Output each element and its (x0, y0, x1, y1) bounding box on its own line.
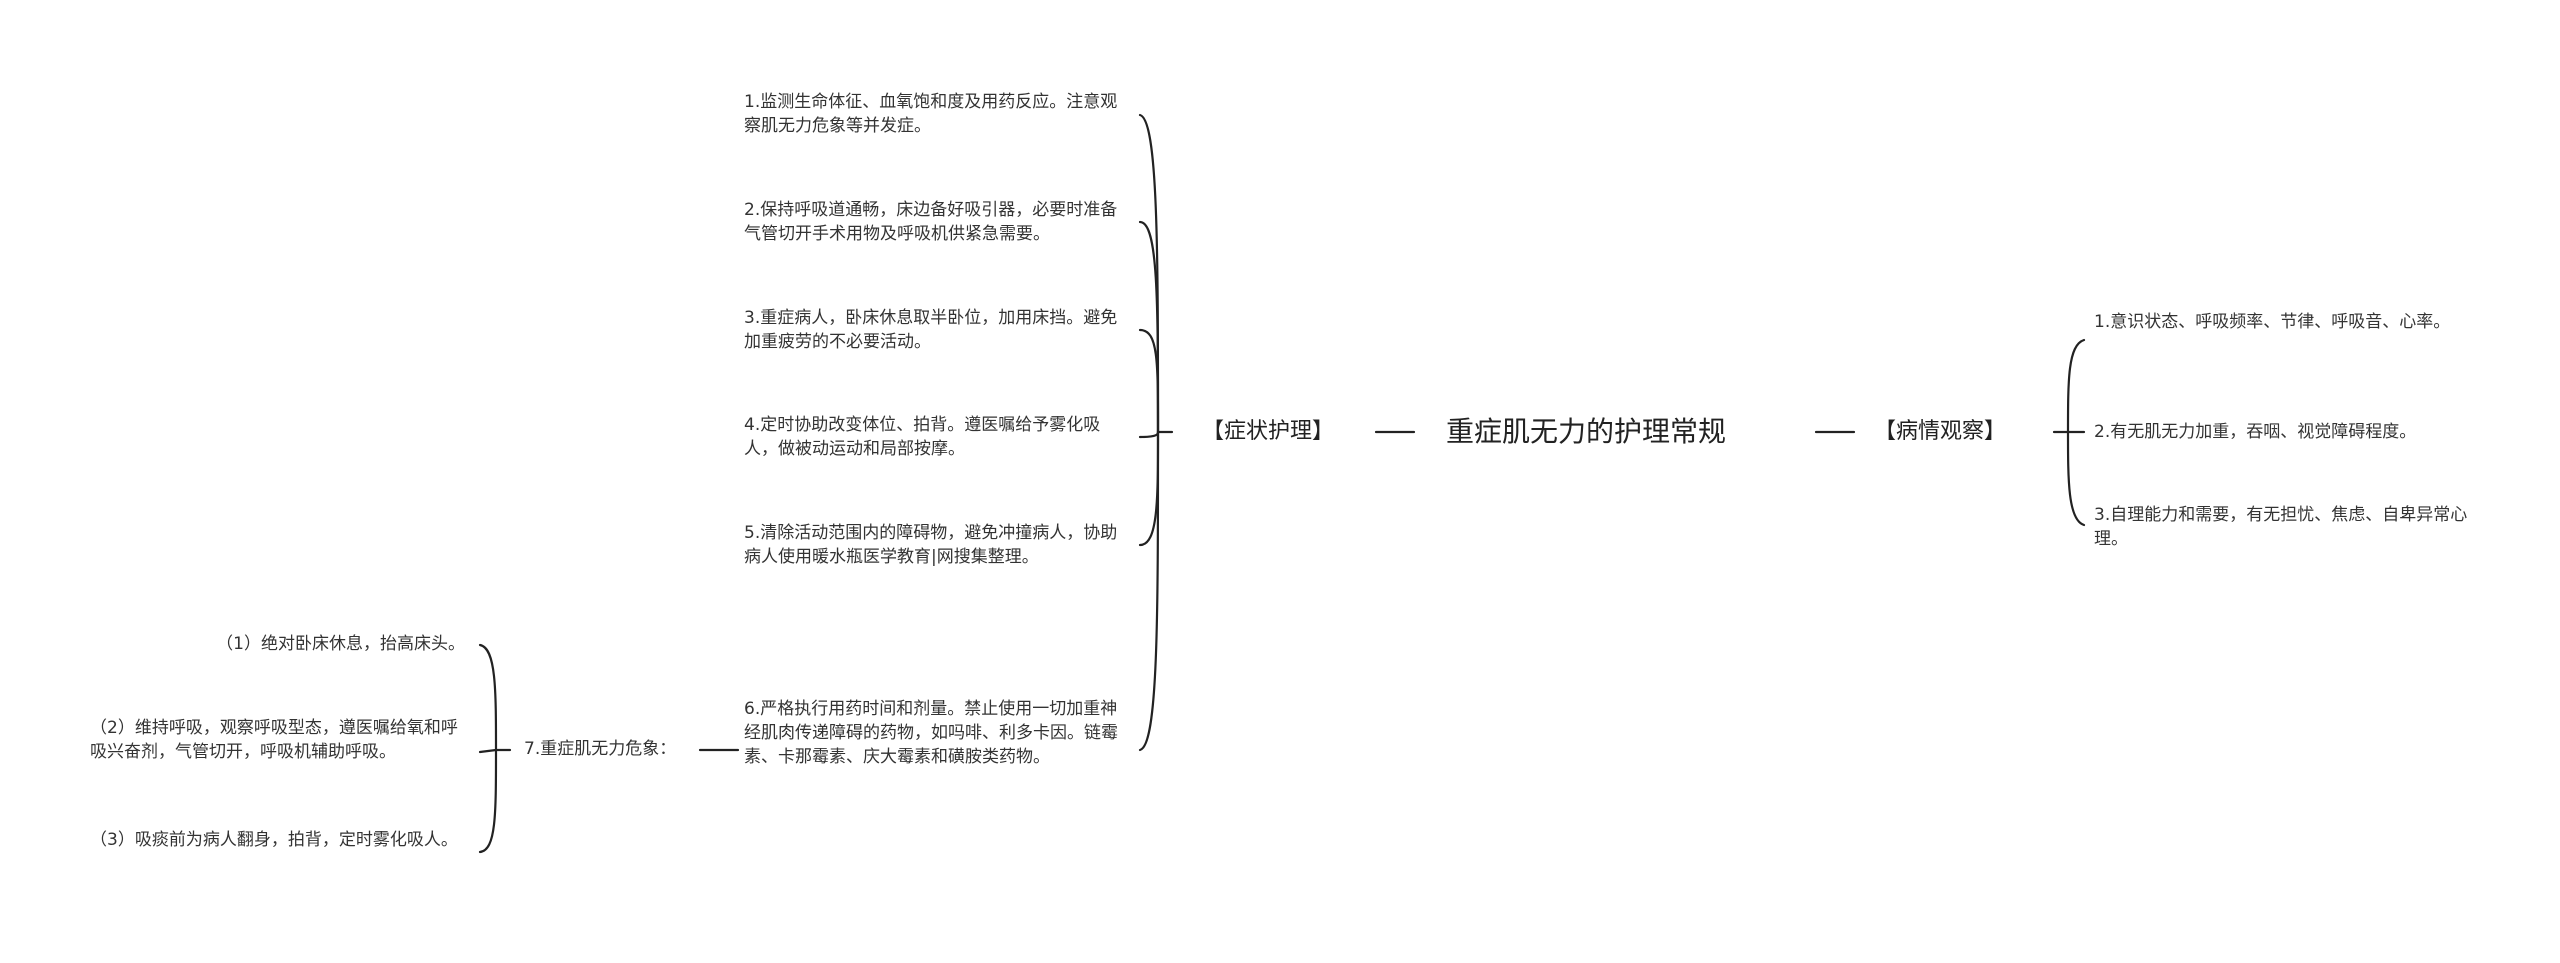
crisis-label: 7.重症肌无力危象： (524, 739, 677, 759)
crisis-bracket-top (478, 643, 498, 752)
symptom-item-3: 3.重症病人，卧床休息取半卧位，加用床挡。避免加重疲劳的不必要活动。 (744, 308, 1118, 352)
left-bracket-item-5 (1138, 430, 1160, 547)
observation-item-2: 2.有无肌无力加重，吞咽、视觉障碍程度。 (2094, 422, 2417, 442)
symptom-item-6: 6.严格执行用药时间和剂量。禁止使用一切加重神经肌肉传递障碍的药物，如吗啡、利多… (744, 699, 1118, 767)
crisis-item-1: （1）绝对卧床休息，抬高床头。 (216, 634, 465, 654)
crisis-bracket-bottom (478, 748, 498, 854)
observation-item-1: 1.意识状态、呼吸频率、节律、呼吸音、心率。 (2094, 312, 2451, 332)
symptom-item-4: 4.定时协助改变体位、拍背。遵医嘱给予雾化吸人，做被动运动和局部按摩。 (744, 415, 1101, 459)
symptom-item-2: 2.保持呼吸道通畅，床边备好吸引器，必要时准备气管切开手术用物及呼吸机供紧急需要… (744, 200, 1118, 244)
crisis-item-3: （3）吸痰前为病人翻身，拍背，定时雾化吸人。 (90, 830, 458, 850)
root-title: 重症肌无力的护理常规 (1446, 415, 1727, 448)
right-bracket-item-3 (2066, 430, 2086, 527)
branch-condition-observation: 【病情观察】 (1874, 419, 2007, 444)
left-bracket-item-3 (1138, 328, 1160, 434)
left-bracket-item-6 (1138, 430, 1160, 752)
symptom-item-1: 1.监测生命体征、血氧饱和度及用药反应。注意观察肌无力危象等并发症。 (744, 92, 1118, 136)
left-bracket-item-4 (1138, 430, 1160, 439)
right-bracket-item-1 (2066, 338, 2086, 434)
observation-item-3: 3.自理能力和需要，有无担忧、焦虑、自卑异常心理。 (2094, 505, 2468, 549)
left-bracket-item-2 (1138, 220, 1160, 434)
symptom-item-5: 5.清除活动范围内的障碍物，避免冲撞病人，协助病人使用暖水瓶医学教育|网搜集整理… (744, 523, 1118, 567)
crisis-item-2: （2）维持呼吸，观察呼吸型态，遵医嘱给氧和呼吸兴奋剂，气管切开，呼吸机辅助呼吸。 (90, 718, 458, 762)
crisis-bracket-mid (478, 748, 498, 754)
branch-symptom-care: 【症状护理】 (1202, 419, 1335, 444)
